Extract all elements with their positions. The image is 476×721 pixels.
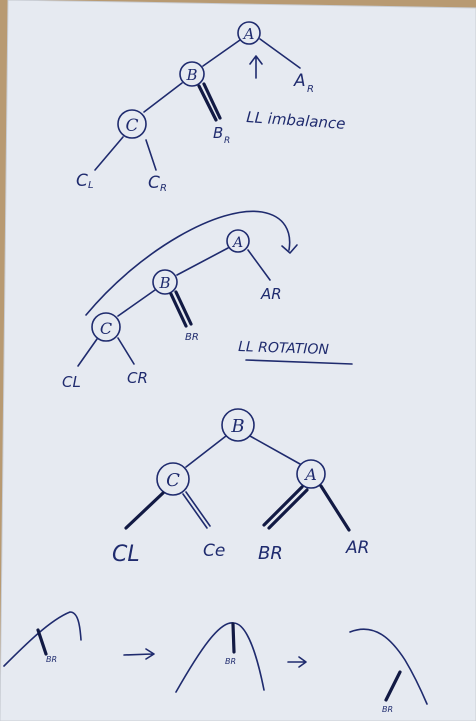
arrow-head-icon (281, 244, 298, 254)
node-a-label: A (231, 235, 243, 251)
node-b-label: B (158, 274, 170, 292)
subtree-cl-label: CL (112, 542, 140, 567)
node-a-circle (226, 229, 250, 253)
subtree-br-subscript: R (224, 136, 230, 146)
subtree-ar-label: A (293, 71, 306, 91)
rotation-arc-arrow (85, 210, 291, 316)
sketch-1-branch (36, 628, 48, 656)
sketch-1-label: BR (46, 655, 57, 664)
subtree-br-label: B (213, 124, 223, 142)
sketch-2-branch (231, 622, 236, 654)
up-arrow-icon (249, 55, 263, 79)
subtree-cr-label: Ce (203, 541, 225, 561)
node-b-label: B (185, 66, 197, 84)
subtree-cl-label: C (76, 171, 88, 191)
edge-a-b (176, 247, 229, 276)
node-c-circle (156, 462, 190, 496)
node-c-label: C (166, 470, 180, 491)
node-a-label: A (242, 25, 255, 43)
edge-b-br (169, 292, 188, 328)
node-c-circle (117, 109, 147, 139)
edge-a-ar (319, 484, 351, 532)
node-a-circle (296, 459, 326, 489)
subtree-ar-subscript: R (307, 84, 314, 95)
edge-b-a (249, 435, 301, 465)
diagram-1-ll-imbalance: A B C A R B R C L C R LL imbalance (76, 21, 346, 194)
node-a-label: A (303, 465, 317, 484)
edge-a-br (262, 485, 304, 527)
diagram-3-after-rotation: B C A CL Ce BR AR (112, 408, 369, 567)
node-b-circle (152, 269, 178, 295)
node-c-label: C (125, 116, 138, 136)
edge-c-cr (182, 491, 211, 529)
right-arrow-icon (287, 656, 307, 668)
subtree-cr-label: C (148, 173, 160, 193)
sketch-2-label: BR (225, 657, 236, 666)
node-a-circle (237, 21, 261, 45)
node-b-label: B (230, 416, 244, 437)
edge-c-cr (117, 337, 135, 365)
right-arrow-icon (123, 648, 155, 660)
node-b-circle (179, 61, 205, 87)
edge-c-cl (124, 491, 165, 530)
annotation-underline (245, 359, 353, 365)
subtree-cl-label: CL (62, 373, 81, 391)
subtree-br-label: BR (185, 332, 199, 343)
node-c-label: C (100, 319, 112, 338)
edge-b-br (197, 84, 218, 122)
edge-a-ar (259, 38, 301, 69)
edge-c-cl (94, 136, 124, 171)
subtree-cl-subscript: L (88, 180, 94, 191)
edge-b-c (185, 435, 227, 468)
edge-c-cl (77, 338, 98, 367)
subtree-br-label: BR (258, 543, 283, 564)
node-b-circle (221, 408, 255, 442)
subtree-cr-subscript: R (160, 183, 167, 194)
edge-a-ar (247, 249, 271, 281)
node-c-circle (91, 312, 121, 342)
rotation-sketch-sequence: BR BR BR (3, 611, 428, 714)
sketch-1-curve (3, 611, 82, 667)
ll-rotation-annotation: LL ROTATION (238, 339, 330, 358)
edge-c-cr (145, 139, 157, 171)
subtree-ar-label: AR (260, 285, 282, 303)
sketch-3-branch (384, 670, 402, 702)
subtree-ar-label: AR (345, 538, 369, 558)
edge-b-c (117, 289, 156, 317)
subtree-cr-label: CR (127, 369, 148, 387)
edge-b-c (143, 82, 183, 113)
edge-a-b (202, 39, 241, 67)
sketch-3-curve (349, 628, 428, 705)
sketch-3-label: BR (382, 705, 393, 714)
diagram-2-ll-rotation: A B C AR BR CL CR LL ROTATION (62, 210, 353, 391)
